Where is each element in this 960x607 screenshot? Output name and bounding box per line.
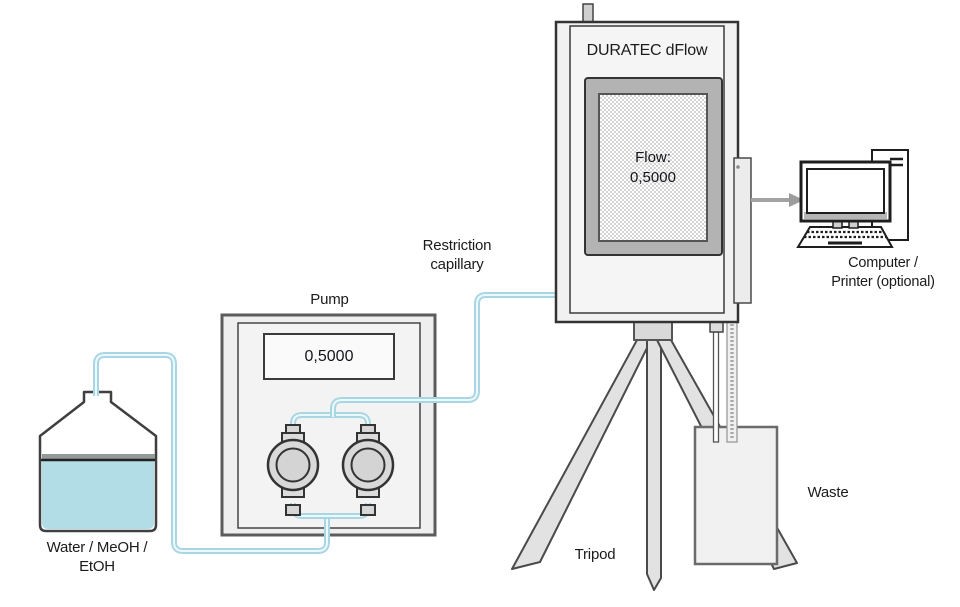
monitor-screen bbox=[806, 168, 885, 214]
tripod-label: Tripod bbox=[574, 546, 616, 563]
solvent-bottle-label-line1: Water / MeOH / bbox=[46, 539, 148, 556]
computer-label-line1: Computer / bbox=[848, 255, 918, 271]
liquid-surface-shade bbox=[42, 454, 155, 459]
computer-label-line2: Printer (optional) bbox=[831, 274, 935, 290]
side-rail-screw bbox=[736, 165, 740, 169]
flow-meter-title: DURATEC dFlow bbox=[586, 42, 708, 59]
solvent-bottle-label-line2: EtOH bbox=[79, 558, 115, 575]
tripod-mount bbox=[633, 321, 673, 341]
pump-label: Pump bbox=[310, 291, 349, 308]
restriction-capillary-label: Restriction capillary bbox=[387, 236, 527, 274]
waste-tubing bbox=[709, 320, 738, 443]
restriction-capillary-label-line1: Restriction bbox=[422, 237, 492, 254]
flow-meter-side-rail bbox=[733, 157, 752, 304]
computer-label: Computer / Printer (optional) bbox=[803, 254, 960, 292]
tripod-leg-center bbox=[646, 339, 662, 591]
flow-meter-display-line1: Flow: bbox=[635, 148, 671, 166]
data-arrow bbox=[751, 193, 804, 207]
pump-heads bbox=[266, 424, 395, 516]
flow-meter-screen: Flow: 0,5000 bbox=[598, 93, 708, 242]
bottle-liquid bbox=[42, 460, 154, 529]
waste-container bbox=[693, 425, 779, 566]
waste-label: Waste bbox=[807, 484, 849, 501]
tripod-leg-left bbox=[511, 339, 652, 570]
solvent-bottle-label: Water / MeOH / EtOH bbox=[17, 538, 177, 576]
waste-tube-solid bbox=[712, 331, 720, 443]
flow-meter-antenna bbox=[582, 3, 594, 24]
restriction-capillary-label-line2: capillary bbox=[430, 256, 484, 273]
arrow-head bbox=[789, 193, 804, 207]
pump-display-value: 0,5000 bbox=[304, 347, 354, 365]
pump-head-right bbox=[341, 424, 395, 516]
pump-display: 0,5000 bbox=[263, 333, 395, 380]
pump-head-left bbox=[266, 424, 320, 516]
restriction-capillary-tube-highlight bbox=[332, 294, 558, 417]
supply-tube-highlight bbox=[95, 354, 328, 552]
solvent-bottle bbox=[38, 390, 158, 533]
monitor-chin bbox=[804, 212, 887, 219]
computer bbox=[796, 149, 909, 248]
flow-meter-display-line2: 0,5000 bbox=[630, 168, 676, 186]
